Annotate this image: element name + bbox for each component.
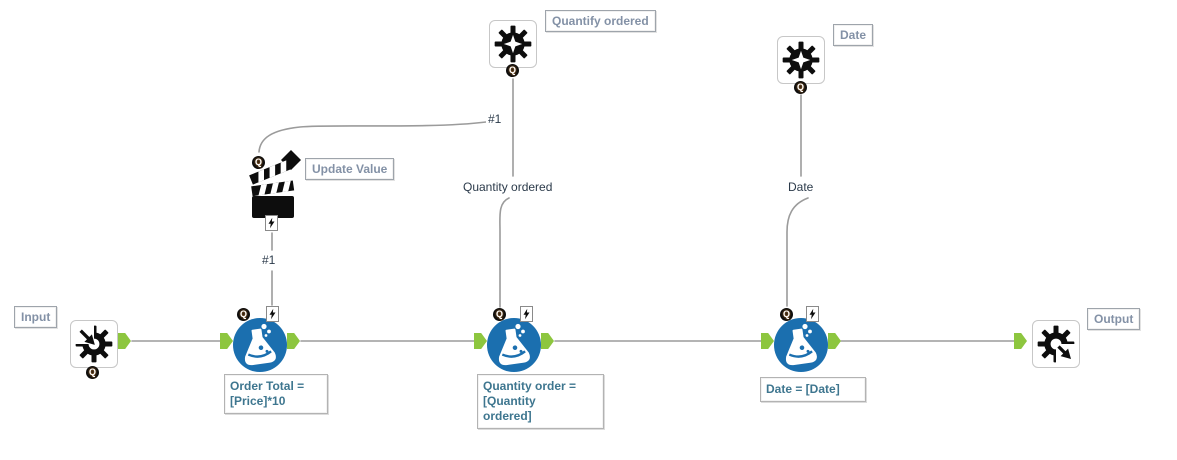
formula1-input-anchor[interactable] [220,333,233,349]
formula1-question-anchor[interactable]: Q [237,308,250,321]
wire-label-quantity-ordered[interactable]: Quantity ordered [461,180,555,194]
date-question-anchor[interactable]: Q [794,81,807,94]
formula-tool-date[interactable] [774,318,828,372]
formula2-output-anchor[interactable] [541,333,554,349]
formula3-action-anchor[interactable] [806,306,819,322]
formula1-annotation[interactable]: Order Total = [Price]*10 [224,374,328,414]
formula3-question-anchor[interactable]: Q [780,308,793,321]
wire-label-date[interactable]: Date [786,180,816,194]
lightning-icon [809,308,816,320]
input-output-anchor[interactable] [118,333,131,349]
formula3-input-anchor[interactable] [761,333,774,349]
action-update-value-tool[interactable] [246,148,306,218]
action-output-anchor[interactable] [265,215,278,231]
output-gear-arrow-icon [1037,325,1076,364]
wire-label-action-out[interactable]: #1 [260,253,278,267]
date-tool-name-label[interactable]: Date [833,24,874,46]
lightning-icon [523,308,530,320]
formula1-output-anchor[interactable] [287,333,300,349]
clapperboard-icon [249,150,301,218]
formula-flask-icon [233,318,287,372]
output-tool-name-label[interactable]: Output [1087,308,1141,330]
wire-label-action-in[interactable]: #1 [486,112,504,126]
formula2-action-anchor[interactable] [520,306,533,322]
interface-gear-icon [494,25,532,63]
input-gear-arrow-icon [74,324,113,363]
wire-quantify-to-formula2 [499,197,510,308]
output-input-anchor[interactable] [1014,333,1027,349]
formula-flask-icon [487,318,541,372]
input-data-tool[interactable] [70,320,118,368]
input-question-anchor[interactable]: Q [86,366,99,379]
action-question-anchor[interactable]: Q [252,156,265,169]
wire-date-to-formula3 [786,197,809,307]
formula-flask-icon [774,318,828,372]
formula-tool-quantity[interactable] [487,318,541,372]
interface-gear-icon [782,41,820,79]
formula3-annotation[interactable]: Date = [Date] [760,377,866,402]
quantify-tool-name-label[interactable]: Quantify ordered [545,10,656,32]
formula3-output-anchor[interactable] [828,333,841,349]
wire-quantify-to-action [258,121,487,153]
lightning-icon [268,217,275,229]
output-data-tool[interactable] [1032,320,1080,368]
quantify-question-anchor[interactable]: Q [506,64,519,77]
update-value-tool-name-label[interactable]: Update Value [305,158,395,180]
formula2-annotation[interactable]: Quantity order = [Quantity ordered] [477,374,604,429]
formula1-action-anchor[interactable] [266,306,279,322]
input-tool-name-label[interactable]: Input [14,306,58,328]
lightning-icon [269,308,276,320]
interface-tool-quantify[interactable] [489,20,537,68]
formula2-input-anchor[interactable] [474,333,487,349]
interface-tool-date[interactable] [777,36,825,84]
formula-tool-order-total[interactable] [233,318,287,372]
formula2-question-anchor[interactable]: Q [493,308,506,321]
